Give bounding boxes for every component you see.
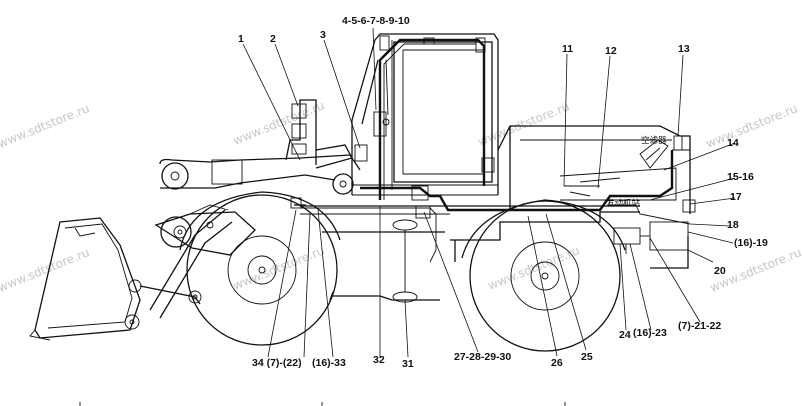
engine-hood (497, 125, 696, 254)
callout-14: 14 (727, 137, 739, 149)
watermarks: www.sdtstore.ru www.sdtstore.ru www.sdts… (0, 98, 802, 294)
watermark: www.sdtstore.ru (231, 243, 327, 292)
engine-label: 发动机站 (606, 198, 641, 209)
watermark: www.sdtstore.ru (476, 99, 572, 148)
chassis-frame (300, 205, 689, 269)
callout-15-16: 15-16 (727, 171, 754, 183)
callout-24: 24 (619, 329, 631, 341)
callout-13: 13 (678, 43, 690, 55)
callout-2: 2 (270, 33, 276, 45)
callout-23: (16)-23 (633, 327, 667, 339)
callout-31: 31 (402, 358, 414, 370)
air-filter-label: 空滤器 (641, 135, 667, 146)
callout-33: (16)-33 (312, 357, 346, 369)
front-wheel (179, 191, 341, 346)
watermark: www.sdtstore.ru (0, 101, 91, 150)
watermark: www.sdtstore.ru (231, 98, 327, 147)
callout-20: 20 (714, 265, 726, 277)
callout-12: 12 (605, 45, 617, 57)
watermark: www.sdtstore.ru (704, 101, 800, 150)
callout-26: 26 (551, 357, 563, 369)
boom-linkage (139, 204, 256, 319)
boom-bracket (285, 99, 353, 209)
wire-harness (300, 38, 691, 263)
callout-1: 1 (238, 33, 244, 45)
rear-wheel (461, 199, 626, 352)
lift-cylinder (159, 154, 361, 195)
callout-34: 34 (7)-(22) (252, 357, 302, 369)
callout-21-22: (7)-21-22 (678, 320, 721, 332)
bucket (29, 217, 142, 341)
edge-ticks (79, 402, 566, 406)
callout-25: 25 (581, 351, 593, 363)
leader-lines (242, 27, 736, 358)
callout-11: 11 (562, 43, 573, 55)
callout-19: (16)-19 (734, 237, 768, 249)
callout-3: 3 (320, 29, 326, 41)
callout-32: 32 (373, 354, 385, 366)
callout-18: 18 (727, 219, 739, 231)
callout-4-10: 4-5-6-7-8-9-10 (342, 15, 410, 27)
battery-cable (329, 185, 440, 303)
callout-17: 17 (730, 191, 742, 203)
callouts: 1 2 3 4-5-6-7-8-9-10 11 12 13 14 15-16 1… (238, 15, 768, 370)
callout-27-30: 27-28-29-30 (454, 351, 511, 363)
watermark: www.sdtstore.ru (0, 245, 91, 294)
